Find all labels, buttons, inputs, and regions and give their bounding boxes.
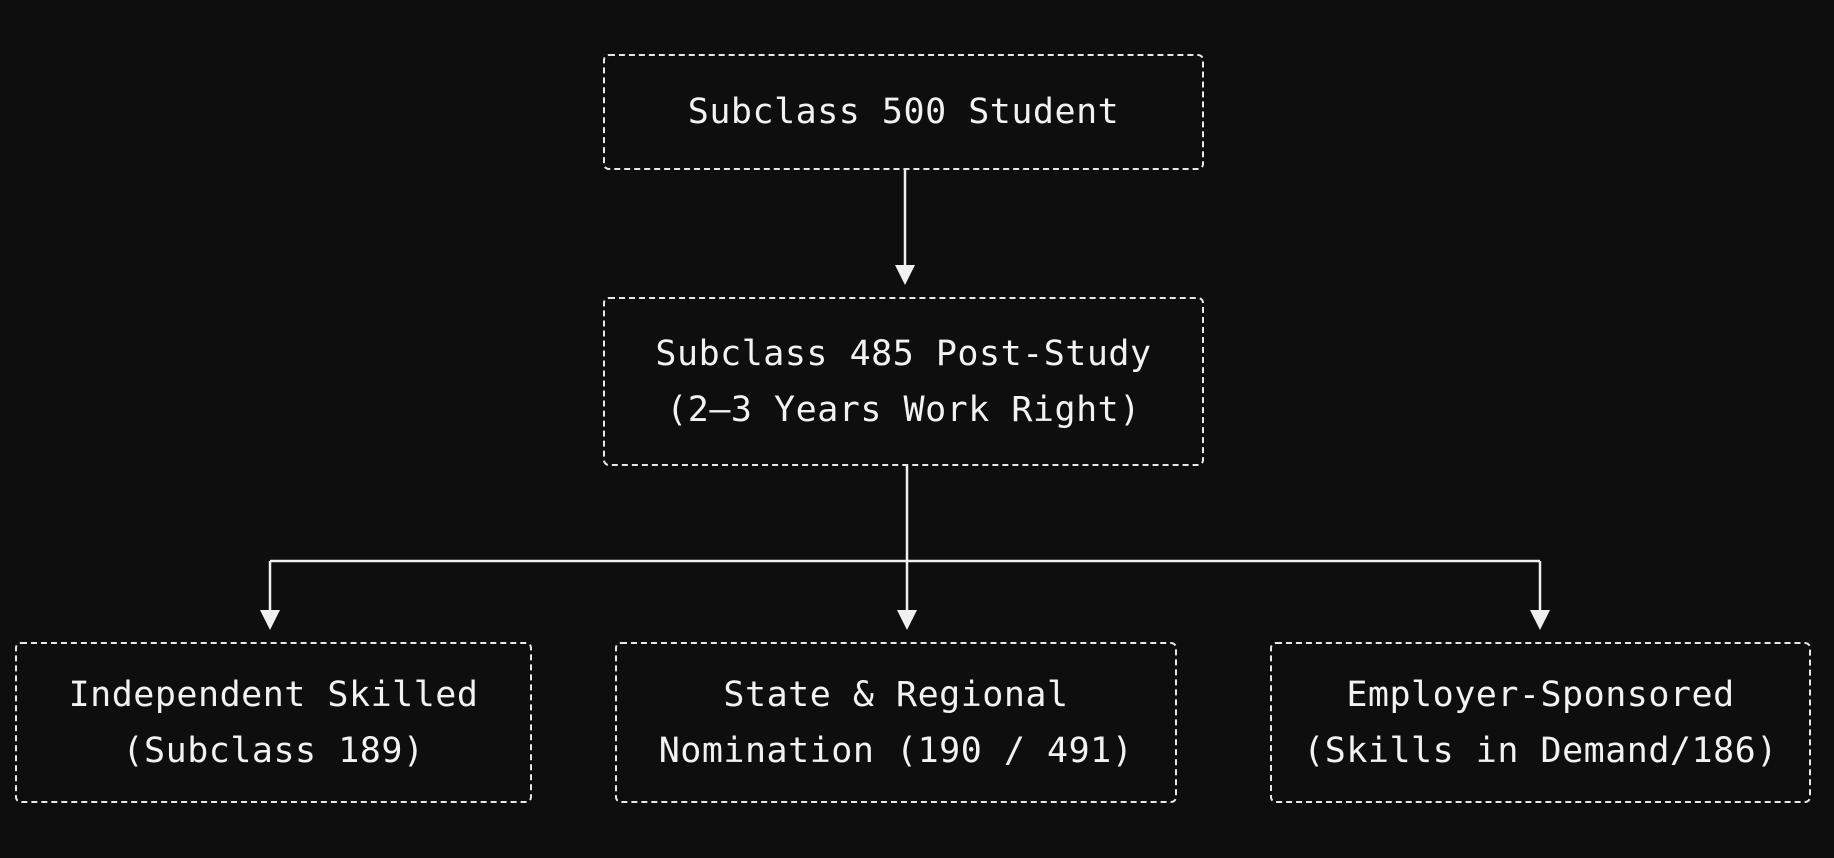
- node-186-label: Employer-Sponsored: [1346, 674, 1735, 715]
- node-189-sublabel: (Subclass 189): [122, 730, 425, 771]
- node-independent-skilled: Independent Skilled (Subclass 189): [15, 642, 532, 803]
- node-189-label: Independent Skilled: [68, 674, 479, 715]
- node-subclass-500-student: Subclass 500 Student: [603, 54, 1204, 170]
- arrowhead-to-186-icon: [1530, 610, 1550, 630]
- node-485-sublabel: (2–3 Years Work Right): [666, 389, 1141, 430]
- arrowhead-to-485-icon: [895, 265, 915, 285]
- node-186-sublabel: (Skills in Demand/186): [1303, 730, 1778, 771]
- arrowhead-to-190-icon: [897, 610, 917, 630]
- node-190-label: State & Regional: [723, 674, 1069, 715]
- node-500-label: Subclass 500 Student: [687, 92, 1120, 132]
- node-190-sublabel: Nomination (190 / 491): [658, 730, 1134, 771]
- node-485-label: Subclass 485 Post-Study: [655, 333, 1152, 374]
- node-employer-sponsored: Employer-Sponsored (Skills in Demand/186…: [1270, 642, 1811, 803]
- node-state-regional-nomination: State & Regional Nomination (190 / 491): [615, 642, 1177, 803]
- node-subclass-485-post-study: Subclass 485 Post-Study (2–3 Years Work …: [603, 297, 1204, 466]
- arrowhead-to-189-icon: [260, 610, 280, 630]
